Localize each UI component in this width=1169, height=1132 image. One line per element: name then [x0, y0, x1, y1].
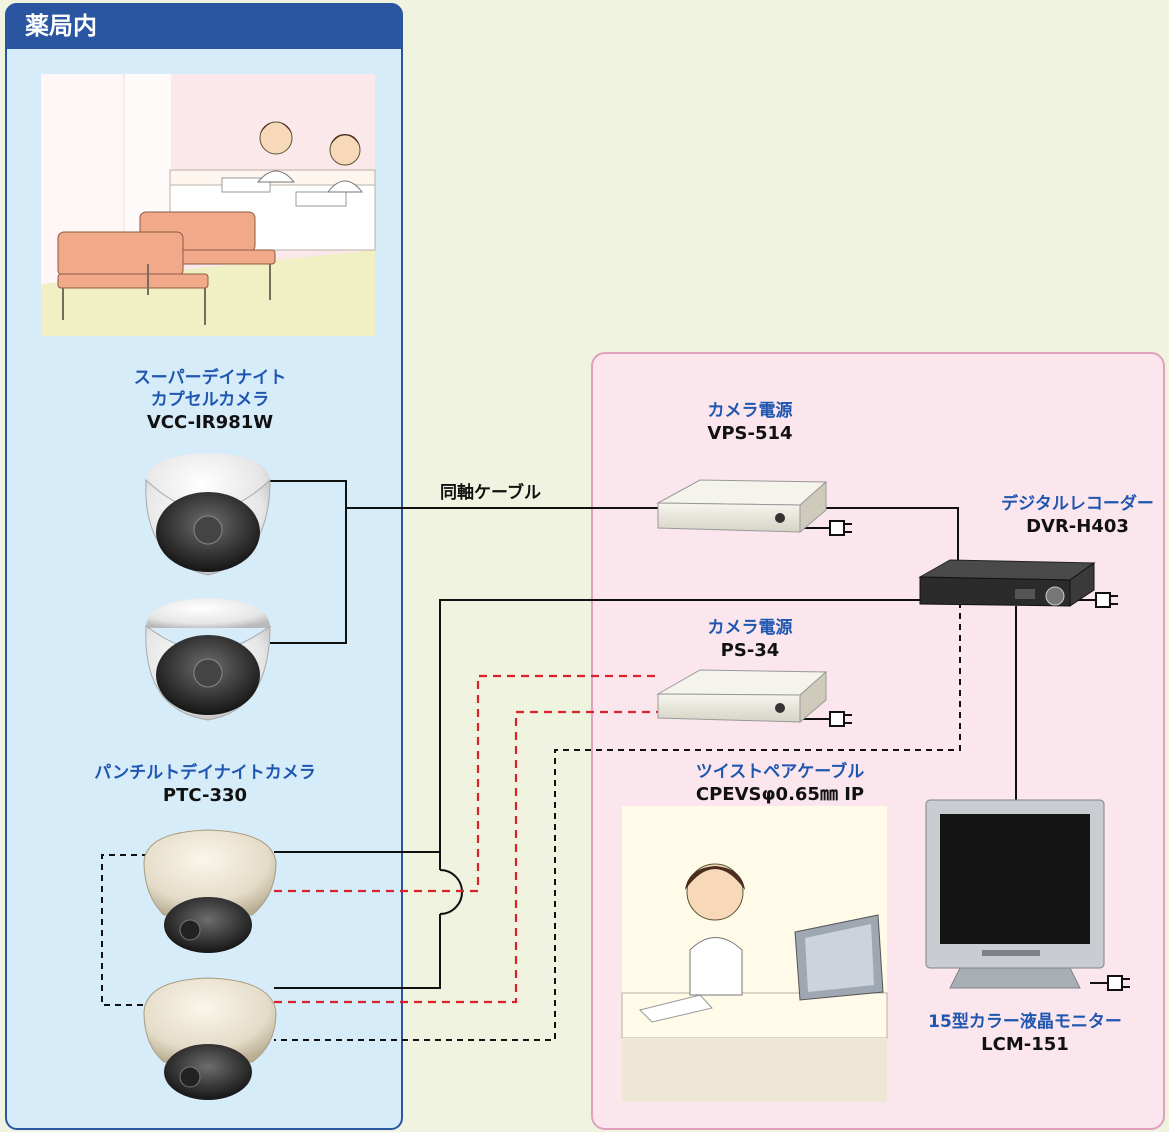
pharmacy-counter-illustration — [41, 74, 376, 336]
power-supply-2-model: PS-34 — [720, 640, 780, 661]
twisted-pair-label: ツイストペアケーブル CPEVSφ0.65㎜ IP — [660, 761, 900, 807]
ptz-camera-label: パンチルトデイナイトカメラ PTC-330 — [70, 762, 340, 808]
dvr-device — [918, 559, 1096, 607]
power-supply-2-label: カメラ電源 PS-34 — [670, 617, 830, 663]
power-supply-1-model: VPS-514 — [707, 423, 793, 444]
power-supply-box-1 — [656, 479, 828, 534]
twisted-pair-spec: CPEVSφ0.65㎜ IP — [695, 784, 865, 805]
recorder-name: デジタルレコーダー — [1001, 494, 1154, 514]
office-desk-illustration — [621, 806, 888, 1102]
power-supply-box-2 — [656, 669, 828, 724]
power-supply-2-name: カメラ電源 — [707, 618, 793, 638]
dome-camera-name-line2: カプセルカメラ — [150, 390, 270, 410]
power-supply-1-name: カメラ電源 — [707, 401, 793, 421]
ptz-camera-1 — [143, 829, 277, 953]
ptz-camera-model: PTC-330 — [162, 785, 248, 806]
dome-camera-1 — [145, 453, 271, 576]
coax-cables — [270, 480, 1017, 989]
ptz-camera-name: パンチルトデイナイトカメラ — [94, 763, 316, 783]
power-supply-1-label: カメラ電源 VPS-514 — [670, 400, 830, 446]
dome-camera-model: VCC-IR981W — [146, 412, 274, 433]
twisted-pair-cables — [274, 674, 660, 1004]
twisted-pair-name: ツイストペアケーブル — [695, 762, 865, 782]
monitor-model: LCM-151 — [981, 1034, 1069, 1055]
ptz-camera-2 — [143, 977, 277, 1100]
control-cables — [101, 602, 961, 1041]
pharmacy-zone-title: 薬局内 — [5, 3, 403, 49]
coax-cable-label: 同軸ケーブル — [440, 483, 541, 503]
recorder-model: DVR-H403 — [1026, 516, 1129, 537]
dome-camera-label: スーパーデイナイト カプセルカメラ VCC-IR981W — [100, 367, 320, 435]
power-plugs — [800, 520, 1130, 991]
dome-camera-2 — [145, 598, 271, 721]
monitor-label: 15型カラー液晶モニター LCM-151 — [905, 1011, 1145, 1057]
monitor-name: 15型カラー液晶モニター — [928, 1012, 1122, 1032]
lcd-monitor — [925, 799, 1105, 989]
dome-camera-name-line1: スーパーデイナイト — [133, 368, 287, 388]
recorder-label: デジタルレコーダー DVR-H403 — [990, 493, 1165, 539]
